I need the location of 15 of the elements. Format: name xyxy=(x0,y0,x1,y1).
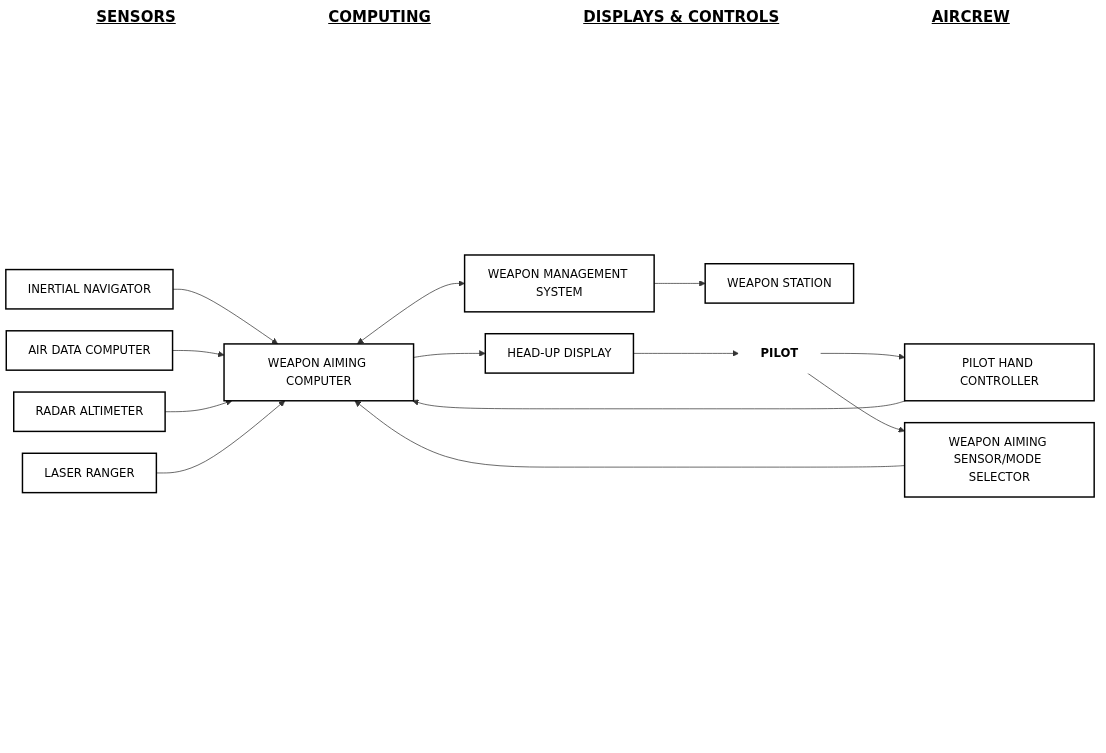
node-box: WEAPON AIMING COMPUTER xyxy=(223,343,415,402)
column-heading: COMPUTING xyxy=(328,8,431,26)
column-heading: DISPLAYS & CONTROLS xyxy=(583,8,780,26)
column-heading: AIRCREW xyxy=(931,8,1010,26)
node-box: WEAPON STATION xyxy=(704,263,855,304)
node-box: INERTIAL NAVIGATOR xyxy=(5,268,174,310)
node-box: WEAPON MANAGEMENT SYSTEM xyxy=(463,254,655,313)
column-heading: SENSORS xyxy=(96,8,176,26)
node-box: PILOT HAND CONTROLLER xyxy=(903,343,1095,402)
node-box: RADAR ALTIMETER xyxy=(13,391,166,433)
node-text: PILOT xyxy=(760,346,799,360)
node-box: AIR DATA COMPUTER xyxy=(5,330,174,371)
node-box: LASER RANGER xyxy=(21,452,158,494)
node-box: WEAPON AIMING SENSOR/MODE SELECTOR xyxy=(903,421,1095,498)
node-box: HEAD-UP DISPLAY xyxy=(484,333,635,374)
